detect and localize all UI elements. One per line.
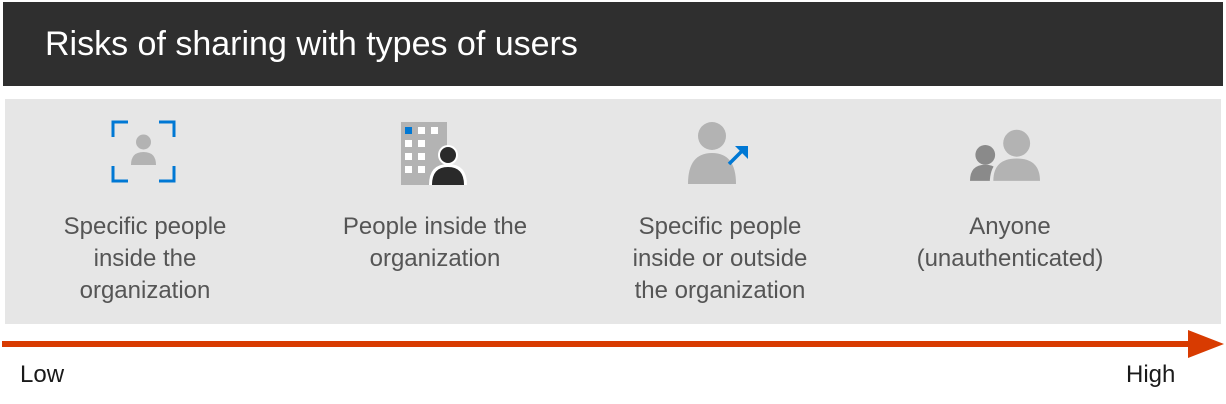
user-type-label: People inside the organization (342, 213, 528, 272)
high-risk-label: High (1126, 361, 1176, 388)
page-title: Risks of sharing with types of users (45, 25, 578, 63)
risk-scale-arrow (2, 330, 1224, 358)
user-type-label: Specific people inside or outside the or… (632, 213, 808, 304)
user-types-panel: Specific people inside the organization … (5, 99, 1221, 324)
anyone-people-icon (970, 127, 1040, 184)
external-person-icon (688, 122, 748, 184)
user-type-specific-external: Specific people inside or outside the or… (600, 99, 840, 324)
user-type-organization: People inside the organization (315, 99, 555, 324)
user-type-specific-internal: Specific people inside the organization (30, 99, 260, 324)
specific-internal-person-icon (111, 120, 176, 183)
organization-people-icon (401, 122, 467, 185)
title-bar: Risks of sharing with types of users (3, 2, 1223, 86)
low-risk-label: Low (20, 361, 65, 388)
user-type-label: Anyone (unauthenticated) (916, 213, 1104, 272)
user-type-label: Specific people inside the organization (63, 213, 227, 304)
user-type-anyone: Anyone (unauthenticated) (890, 99, 1130, 324)
